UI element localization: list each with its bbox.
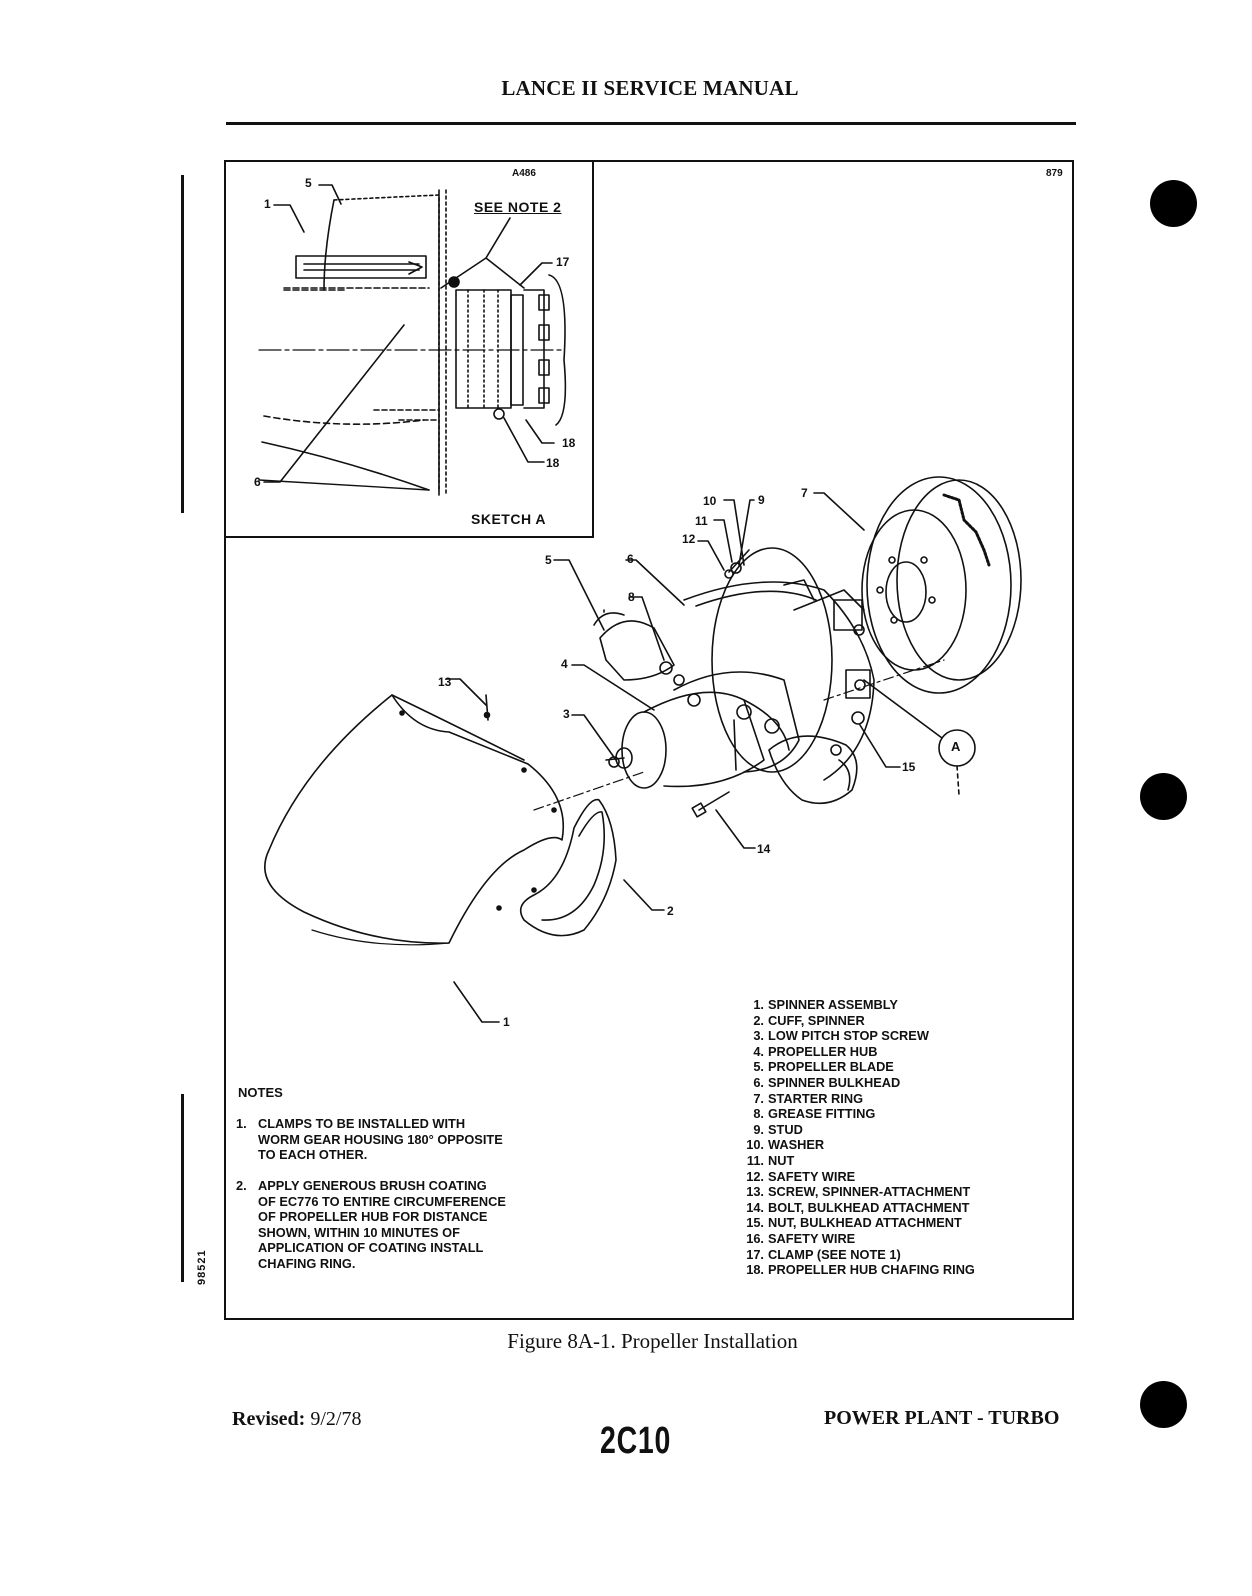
parts-list-item: 16.SAFETY WIRE [746,1230,856,1246]
sketch-a-drawing [258,184,605,613]
parts-list-item: 18.PROPELLER HUB CHAFING RING [746,1262,975,1278]
callout-4: 4 [561,657,568,671]
note-text: APPLY GENEROUS BRUSH COATING OF EC776 TO… [258,1178,506,1271]
parts-list-item: 15.NUT, BULKHEAD ATTACHMENT [746,1215,962,1231]
see-note-label: SEE NOTE 2 [474,199,562,215]
sketch-callout: 5 [305,176,312,190]
notes-heading: NOTES [238,1085,283,1100]
parts-list-item: 2.CUFF, SPINNER [753,1012,865,1028]
note-item: 1. CLAMPS TO BE INSTALLED WITH WORM GEAR… [236,1116,596,1166]
revised-date: Revised: 9/2/78 [232,1408,361,1431]
callout-11: 11 [695,514,708,528]
parts-list-item: 10.WASHER [746,1137,825,1153]
detail-a-label: A [951,739,961,754]
note-number: 1. [236,1116,247,1131]
sketch-callout: 18 [562,436,576,450]
sketch-callout: 1 [264,197,271,211]
callout-9: 9 [758,493,765,507]
note-text: CLAMPS TO BE INSTALLED WITH WORM GEAR HO… [258,1116,503,1163]
revised-label: Revised: [232,1408,306,1430]
punch-hole-middle [1140,773,1187,820]
punch-hole-bottom [1140,1381,1187,1428]
parts-list-item: 1.SPINNER ASSEMBLY [753,997,898,1012]
parts-list-item: 3.LOW PITCH STOP SCREW [753,1028,929,1044]
figure-caption: Figure 8A-1. Propeller Installation [507,1329,798,1353]
title-rule [226,122,1076,125]
revised-value: 9/2/78 [310,1408,362,1430]
hub [593,612,858,805]
parts-list-item: 6.SPINNER BULKHEAD [753,1074,901,1090]
page-code: 2C10 [600,1420,672,1462]
callout-6: 6 [627,552,634,566]
parts-list-item: 5.PROPELLER BLADE [753,1059,894,1075]
propeller-installation-drawing [258,184,1022,1023]
parts-list-item: 14.BOLT, BULKHEAD ATTACHMENT [746,1199,970,1215]
parts-list-item: 17.CLAMP (SEE NOTE 1) [746,1246,901,1262]
parts-list-item: 12.SAFETY WIRE [746,1168,856,1184]
section-title: POWER PLANT - TURBO [824,1407,1060,1429]
callout-7: 7 [801,486,808,500]
note-number: 2. [236,1178,247,1193]
callout-3: 3 [563,707,570,721]
sketch-callout: 18 [546,456,560,470]
parts-list-item: 13.SCREW, SPINNER-ATTACHMENT [746,1184,971,1200]
callout-1: 1 [503,1015,510,1029]
callout-12: 12 [682,532,696,546]
callout-10: 10 [703,494,717,508]
sketch-callout: 17 [556,255,570,269]
callout-8: 8 [628,590,635,604]
page-title: LANCE II SERVICE MANUAL [501,76,799,100]
change-bar-bottom [181,1094,184,1282]
parts-list-item: 7.STARTER RING [753,1090,864,1106]
callout-5: 5 [545,553,552,567]
starter-ring [861,476,1022,694]
callout-14: 14 [757,842,771,856]
sketch-a-box [224,160,594,538]
note-item: 2. APPLY GENEROUS BRUSH COATING OF EC776… [236,1178,596,1278]
parts-list: 1.SPINNER ASSEMBLY 2.CUFF, SPINNER 3.LOW… [736,997,1056,1278]
sketch-callout: 6 [254,475,261,489]
punch-hole-top [1150,180,1197,227]
parts-list-item: 11.NUT [746,1152,795,1168]
figure-id-left: A486 [512,168,536,179]
side-code: 98521 [196,1249,208,1285]
parts-list-item: 9.STUD [753,1121,803,1137]
sketch-a-label: SKETCH A [471,511,547,527]
parts-list-item: 4.PROPELLER HUB [753,1043,878,1059]
parts-list-item: 8.GREASE FITTING [753,1106,876,1122]
callout-2: 2 [667,904,674,918]
callout-13: 13 [438,675,452,689]
callout-15: 15 [902,760,916,774]
figure-id-right: 879 [1046,168,1063,179]
figure-frame [224,160,1074,1320]
change-bar-top [181,175,184,513]
